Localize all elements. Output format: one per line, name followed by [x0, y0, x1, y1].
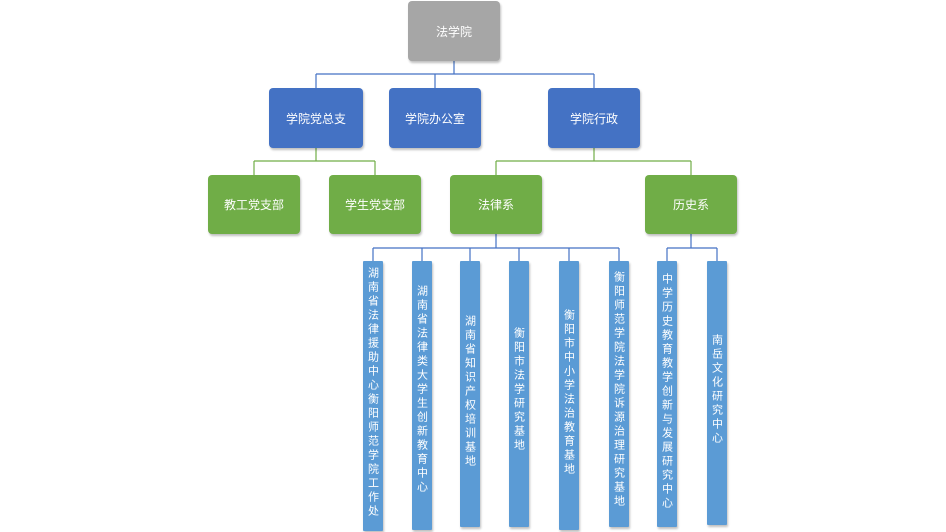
student-branch-node: 学生党支部	[329, 175, 421, 234]
law-unit-label: 湖南省法律援助中心衡阳师范学院工作处	[366, 267, 380, 519]
law-unit-label: 衡阳市法学研究基地	[512, 327, 526, 453]
history-unit-label: 中学历史教育教学创新与发展研究中心	[660, 273, 674, 511]
law-department-label: 法律系	[477, 198, 514, 212]
law-unit-node: 湖南省知识产权培训基地	[460, 261, 480, 527]
college-office-node: 学院办公室	[389, 88, 481, 148]
history-unit-label: 南岳文化研究中心	[710, 334, 724, 446]
college-office-label: 学院办公室	[404, 111, 465, 126]
law-unit-node: 湖南省法律类大学生创新教育中心	[412, 261, 432, 530]
faculty-branch-node: 教工党支部	[208, 175, 300, 234]
law-unit-label: 衡阳市中小学法治教育基地	[562, 309, 576, 477]
history-unit-node: 中学历史教育教学创新与发展研究中心	[657, 261, 677, 527]
law-unit-node: 衡阳市中小学法治教育基地	[559, 261, 579, 530]
faculty-branch-label: 教工党支部	[223, 198, 284, 212]
college-admin-label: 学院行政	[569, 111, 618, 126]
law-unit-label: 湖南省知识产权培训基地	[463, 315, 477, 469]
history-department-label: 历史系	[672, 198, 709, 212]
law-unit-node: 衡阳市法学研究基地	[509, 261, 529, 527]
root-label: 法学院	[435, 24, 472, 39]
party-committee-node: 学院党总支	[269, 88, 363, 148]
law-department-node: 法律系	[450, 175, 542, 234]
root-node: 法学院	[408, 1, 500, 61]
history-unit-node: 南岳文化研究中心	[707, 261, 727, 525]
law-unit-label: 湖南省法律类大学生创新教育中心	[415, 285, 429, 495]
college-admin-node: 学院行政	[548, 88, 640, 148]
party-committee-label: 学院党总支	[285, 111, 346, 126]
law-unit-label: 衡阳师范学院法学院诉源治理研究基地	[612, 271, 626, 509]
law-unit-node: 衡阳师范学院法学院诉源治理研究基地	[609, 261, 629, 527]
history-department-node: 历史系	[645, 175, 737, 234]
student-branch-label: 学生党支部	[344, 198, 405, 212]
law-unit-node: 湖南省法律援助中心衡阳师范学院工作处	[363, 261, 383, 531]
